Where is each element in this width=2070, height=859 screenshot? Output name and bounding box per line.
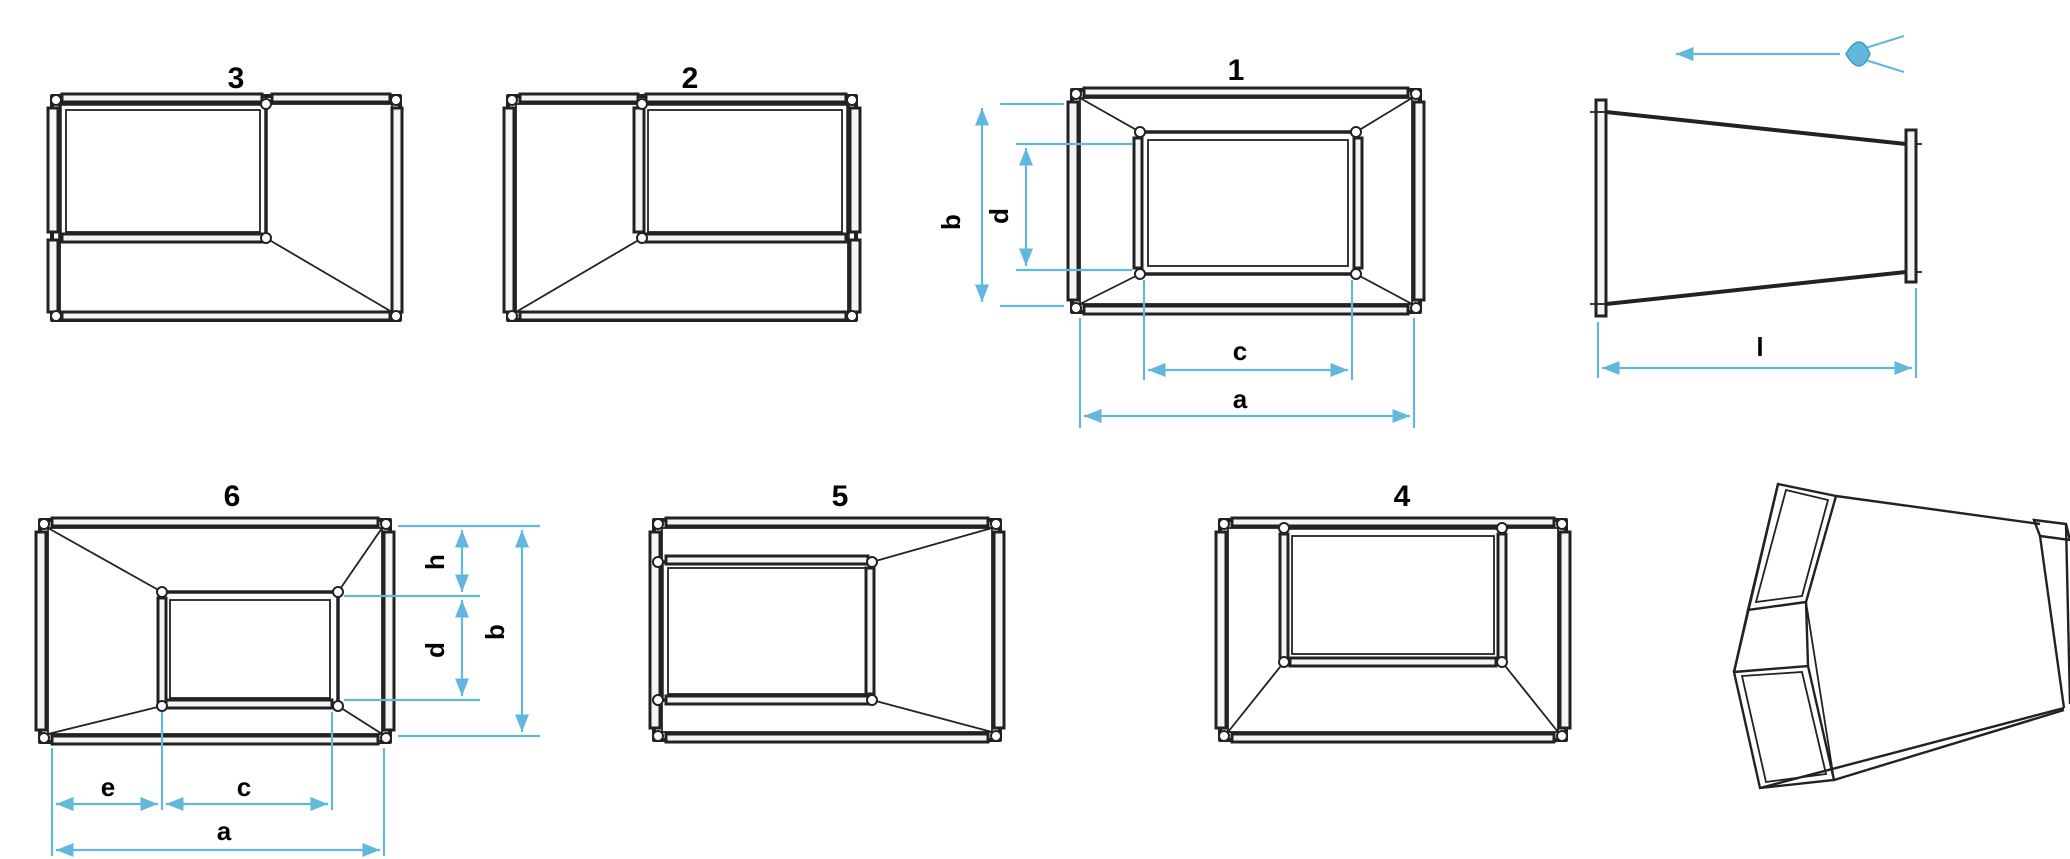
dim-b6-label: b (480, 624, 510, 640)
view-4: 4 (1214, 480, 1572, 744)
view-5: 5 (648, 480, 1006, 744)
view-3-inner-opening (58, 102, 268, 240)
dim-a-label: a (1233, 384, 1248, 414)
view-4-label: 4 (1394, 480, 1411, 513)
dim-l-label: l (1756, 332, 1763, 362)
dim-c6-label: c (237, 772, 251, 802)
view-4-outer-frame (1218, 518, 1568, 742)
view-1: 1 b d c a (936, 54, 1426, 428)
dim-c-label: c (1233, 336, 1247, 366)
view-5-inner-opening (660, 560, 874, 702)
view-3-label: 3 (228, 62, 245, 95)
view-4-inner-opening (1282, 526, 1504, 664)
view-2-label: 2 (682, 62, 699, 95)
view-5-outer-frame (652, 518, 1002, 742)
dim-d-label: d (984, 208, 1014, 224)
view-2: 2 (502, 62, 862, 322)
view-5-label: 5 (832, 480, 849, 513)
dim-h-label: h (420, 554, 450, 570)
isometric-view (1732, 482, 2070, 790)
eye-icon (1845, 34, 1905, 74)
view-6: 6 h d b e (34, 480, 540, 858)
view-1-label: 1 (1228, 54, 1245, 87)
dim-e-label: e (101, 772, 115, 802)
view-2-inner-opening (640, 102, 850, 240)
view-1-inner-opening (1138, 130, 1358, 276)
view-3: 3 (46, 62, 404, 322)
side-view: l (1590, 34, 1922, 378)
view-6-inner-opening (160, 590, 340, 708)
view-6-label: 6 (224, 480, 241, 513)
dim-a6-label: a (217, 816, 232, 846)
dim-b-label: b (936, 214, 966, 230)
dim-d6-label: d (420, 642, 450, 658)
